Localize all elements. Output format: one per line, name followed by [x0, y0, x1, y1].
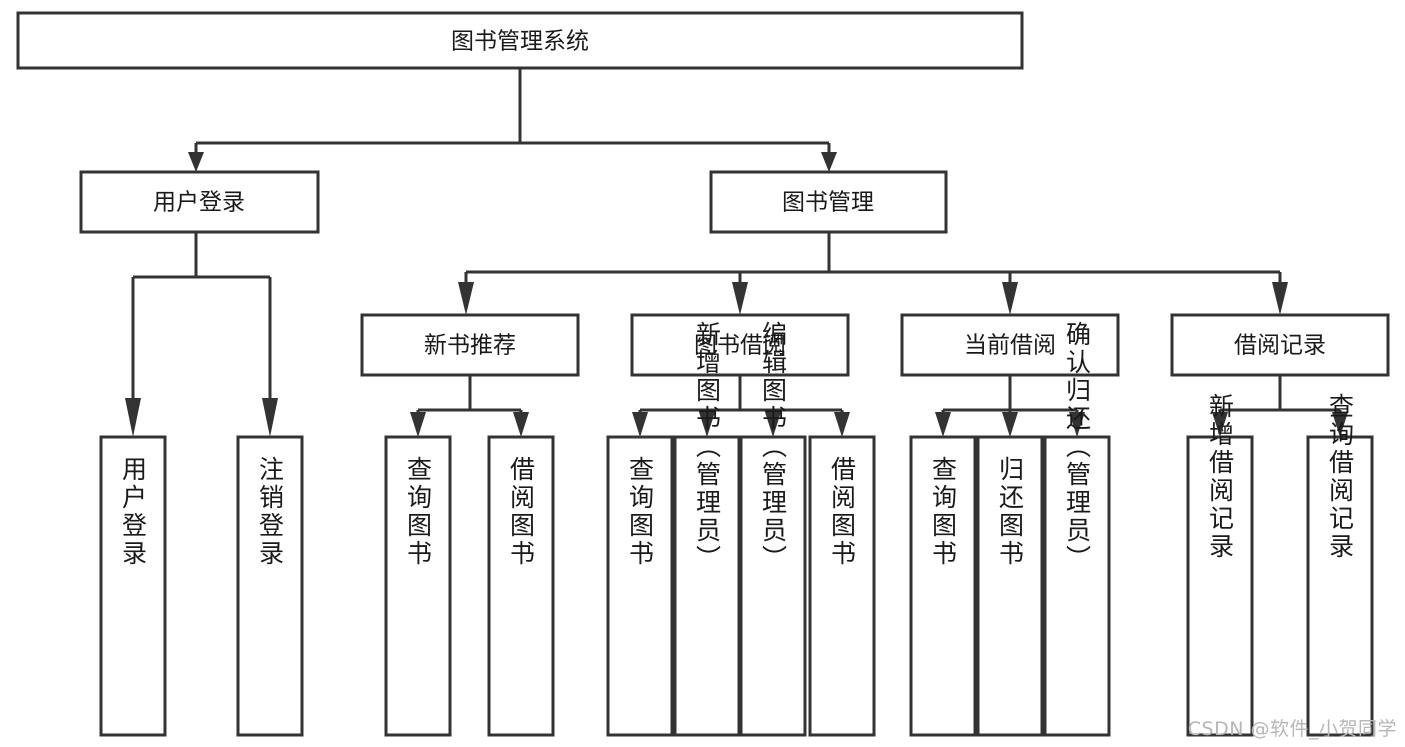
node-borrow-record[interactable]: 借阅记录 — [1170, 313, 1390, 377]
node-leaf-return-book-box — [976, 435, 1044, 737]
node-leaf-borrow-book-2-box — [808, 435, 876, 737]
arrowhead-leaf-borrow-book-2 — [834, 412, 850, 437]
node-leaf-add-book[interactable]: 新增图书（管理员） — [673, 321, 741, 737]
node-current-borrow-label: 当前借阅 — [964, 333, 1056, 359]
arrowhead-leaf-query-book-1 — [410, 412, 426, 437]
node-leaf-query-book-2-box — [606, 435, 674, 737]
node-book-borrow[interactable]: 图书借阅 — [630, 313, 850, 377]
node-current-borrow-box — [900, 313, 1120, 377]
node-leaf-confirm-return-box — [1043, 435, 1111, 737]
arrowhead-leaf-user-logout — [262, 398, 278, 437]
arrowhead-book-management — [821, 152, 837, 172]
node-leaf-query-book-1-label: 查询图书 — [404, 456, 433, 568]
node-root[interactable]: 图书管理系统 — [16, 11, 1024, 70]
node-leaf-borrow-book-1[interactable]: 借阅图书 — [487, 435, 555, 737]
node-new-book-recommend-box — [360, 313, 580, 377]
node-book-borrow-label: 图书借阅 — [694, 333, 786, 359]
node-book-management-label: 图书管理 — [782, 190, 874, 216]
node-leaf-add-book-label: 新增图书（管理员） — [693, 321, 722, 573]
arrowhead-leaf-add-book — [699, 412, 715, 437]
arrowhead-leaf-borrow-book-1 — [513, 412, 529, 437]
node-leaf-query-book-3-label: 查询图书 — [929, 456, 958, 568]
node-leaf-user-logout-label: 注销登录 — [256, 456, 285, 568]
arrowhead-leaf-return-book — [1002, 412, 1018, 437]
node-leaf-query-book-1-box — [384, 435, 452, 737]
node-leaf-confirm-return[interactable]: 确认归还（管理员） — [1043, 321, 1111, 737]
node-leaf-query-record-label: 查询借阅记录 — [1326, 393, 1355, 561]
arrowhead-book-borrow — [732, 282, 748, 315]
arrowhead-current-borrow — [1002, 282, 1018, 315]
node-user-login[interactable]: 用户登录 — [79, 170, 320, 234]
node-leaf-query-book-1[interactable]: 查询图书 — [384, 435, 452, 737]
node-leaf-query-book-2-label: 查询图书 — [626, 456, 655, 568]
node-leaf-user-login-label: 用户登录 — [119, 456, 148, 568]
node-leaf-user-login-box — [99, 435, 167, 737]
node-leaf-add-record[interactable]: 新增借阅记录 — [1186, 393, 1254, 737]
arrowhead-leaf-user-login — [125, 398, 141, 437]
node-leaf-add-record-box — [1186, 435, 1254, 737]
node-leaf-add-book-box — [673, 435, 741, 737]
node-leaf-query-record[interactable]: 查询借阅记录 — [1306, 393, 1374, 737]
node-borrow-record-box — [1170, 313, 1390, 377]
node-new-book-recommend[interactable]: 新书推荐 — [360, 313, 580, 377]
node-leaf-return-book-label: 归还图书 — [996, 456, 1025, 568]
node-leaf-return-book[interactable]: 归还图书 — [976, 435, 1044, 737]
arrowhead-leaf-query-book-2 — [632, 412, 648, 437]
node-book-borrow-box — [630, 313, 850, 377]
node-root-box — [16, 11, 1024, 70]
node-leaf-user-login[interactable]: 用户登录 — [99, 435, 167, 737]
node-root-label: 图书管理系统 — [451, 29, 589, 55]
node-leaf-query-book-3[interactable]: 查询图书 — [909, 435, 977, 737]
node-user-login-box — [79, 170, 320, 234]
node-book-management[interactable]: 图书管理 — [709, 170, 948, 234]
arrowhead-leaf-confirm-return — [1069, 412, 1085, 437]
arrowhead-leaf-edit-book — [765, 412, 781, 437]
node-leaf-query-record-box — [1306, 435, 1374, 737]
node-leaf-confirm-return-label: 确认归还（管理员） — [1063, 321, 1092, 573]
node-new-book-recommend-label: 新书推荐 — [424, 333, 516, 359]
node-leaf-user-logout-box — [236, 435, 304, 737]
arrowhead-user-login — [188, 152, 204, 172]
node-leaf-edit-book-label: 编辑图书（管理员） — [759, 321, 788, 573]
node-leaf-edit-book-box — [739, 435, 807, 737]
arrowhead-leaf-query-record — [1332, 412, 1348, 437]
node-leaf-borrow-book-1-box — [487, 435, 555, 737]
node-leaf-borrow-book-2[interactable]: 借阅图书 — [808, 435, 876, 737]
node-user-login-label: 用户登录 — [153, 190, 245, 216]
arrowhead-leaf-add-record — [1212, 412, 1228, 437]
node-leaf-user-logout[interactable]: 注销登录 — [236, 435, 304, 737]
arrowhead-new-book-recommend — [458, 282, 474, 315]
node-leaf-query-book-2[interactable]: 查询图书 — [606, 435, 674, 737]
node-leaf-borrow-book-2-label: 借阅图书 — [828, 456, 857, 568]
node-leaf-edit-book[interactable]: 编辑图书（管理员） — [739, 321, 807, 737]
arrowhead-borrow-record — [1272, 282, 1288, 315]
node-leaf-query-book-3-box — [909, 435, 977, 737]
node-leaf-borrow-book-1-label: 借阅图书 — [507, 456, 536, 568]
node-current-borrow[interactable]: 当前借阅 — [900, 313, 1120, 377]
connector-layer — [125, 68, 1348, 437]
node-book-management-box — [709, 170, 948, 234]
node-leaf-add-record-label: 新增借阅记录 — [1206, 393, 1235, 561]
arrowhead-leaf-query-book-3 — [935, 412, 951, 437]
node-borrow-record-label: 借阅记录 — [1234, 333, 1326, 359]
